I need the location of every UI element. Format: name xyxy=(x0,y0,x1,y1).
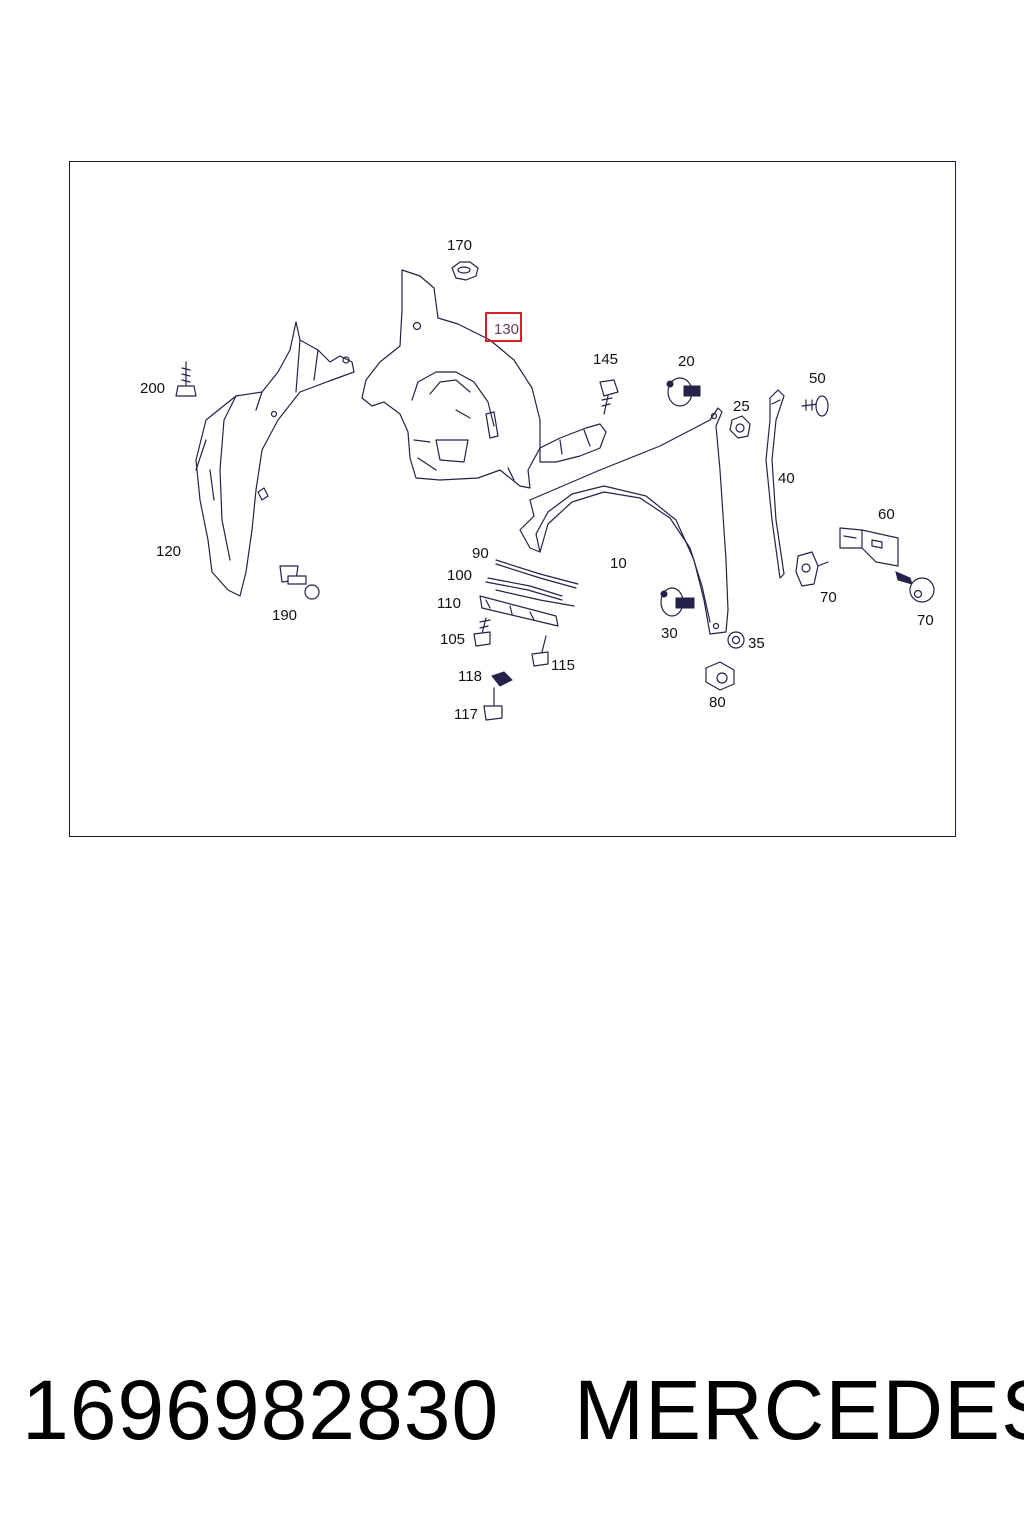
callout-50: 50 xyxy=(809,370,826,387)
highlight-box-130 xyxy=(485,312,522,342)
part-25-nut xyxy=(729,415,751,439)
part-130-front-liner xyxy=(361,269,607,489)
callout-130: 130 xyxy=(494,321,519,338)
callout-117: 117 xyxy=(454,706,478,723)
part-190-push-pin xyxy=(279,565,320,600)
part-10-fender xyxy=(519,407,729,635)
part-80-nut xyxy=(705,661,735,691)
callout-90: 90 xyxy=(472,545,489,562)
part-30-bolt xyxy=(660,587,695,617)
part-70a-nut xyxy=(795,551,829,587)
callout-70b: 70 xyxy=(917,612,934,629)
callout-35: 35 xyxy=(748,635,765,652)
part-200-screw xyxy=(175,361,197,397)
callout-190: 190 xyxy=(272,607,297,624)
callout-40: 40 xyxy=(778,470,795,487)
callout-145: 145 xyxy=(593,351,618,368)
callout-80: 80 xyxy=(709,694,726,711)
callout-200: 200 xyxy=(140,380,165,397)
part-number: 1696982830 xyxy=(22,1363,500,1457)
brand-name: MERCEDES xyxy=(574,1363,1024,1457)
part-35-nut xyxy=(727,631,745,649)
callout-70a: 70 xyxy=(820,589,837,606)
callout-105: 105 xyxy=(440,631,465,648)
callout-118: 118 xyxy=(458,668,482,685)
part-117-screw xyxy=(483,687,503,721)
callout-120: 120 xyxy=(156,543,181,560)
part-110-carrier xyxy=(479,589,575,627)
callout-170: 170 xyxy=(447,237,472,254)
part-115-screw xyxy=(531,635,549,667)
part-40-seal xyxy=(765,389,785,579)
part-50-screw xyxy=(801,395,829,417)
part-170-clip xyxy=(451,261,479,281)
part-120-wheel-liner xyxy=(195,321,355,597)
callout-25: 25 xyxy=(733,398,750,415)
callout-10: 10 xyxy=(610,555,627,572)
callout-110: 110 xyxy=(437,595,461,612)
callout-30: 30 xyxy=(661,625,678,642)
callout-115: 115 xyxy=(551,657,575,674)
callout-60: 60 xyxy=(878,506,895,523)
part-118-clip xyxy=(491,671,513,687)
part-20-bolt xyxy=(666,377,701,407)
part-60-bracket xyxy=(839,527,899,567)
part-90-moulding xyxy=(495,559,579,589)
callout-100: 100 xyxy=(447,567,472,584)
part-145-screw xyxy=(599,379,619,415)
part-70b-bolt xyxy=(895,571,935,603)
part-100-strip xyxy=(485,577,563,601)
part-105-screw xyxy=(473,617,491,647)
callout-20: 20 xyxy=(678,353,695,370)
